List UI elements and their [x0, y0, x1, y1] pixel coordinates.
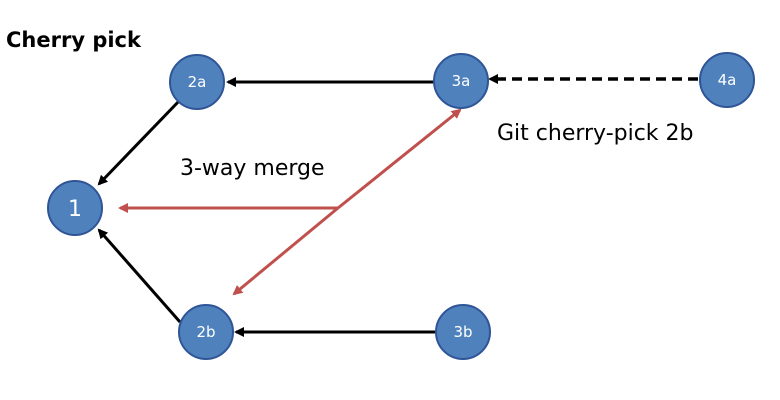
merge-arrow-to-3a: [337, 108, 462, 210]
node-4a: 4a: [699, 52, 755, 108]
diagram-title: Cherry pick: [6, 28, 142, 52]
node-2b-label: 2b: [196, 323, 215, 341]
node-2a: 2a: [169, 54, 225, 110]
node-4a-label: 4a: [718, 71, 737, 89]
cherry-pick-command-annotation: Git cherry-pick 2b: [497, 121, 694, 146]
node-3b-label: 3b: [453, 323, 472, 341]
node-2b: 2b: [178, 304, 234, 360]
node-1: 1: [47, 180, 103, 236]
node-3b: 3b: [435, 304, 491, 360]
merge-arrow-to-2b: [232, 206, 339, 296]
node-3a: 3a: [433, 53, 489, 109]
node-1-label: 1: [68, 197, 82, 222]
node-2a-label: 2a: [188, 73, 207, 91]
edge-2b-to-1: [97, 228, 182, 323]
node-3a-label: 3a: [452, 72, 471, 90]
merge-annotation: 3-way merge: [180, 156, 325, 181]
edge-2a-to-1: [97, 98, 182, 186]
